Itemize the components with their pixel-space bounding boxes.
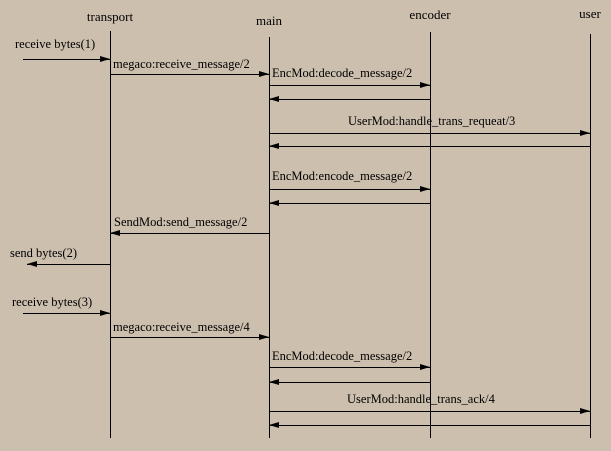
message-line-main-to-transport bbox=[110, 233, 269, 234]
message-line-main-to-user bbox=[269, 133, 590, 134]
arrowhead-right-icon bbox=[420, 364, 430, 370]
lifeline-label-transport: transport bbox=[86, 9, 134, 24]
message-label: EncMod:encode_message/2 bbox=[272, 169, 413, 183]
message-label: send bytes(2) bbox=[10, 246, 77, 260]
arrowhead-right-icon bbox=[100, 56, 110, 62]
arrowhead-left-icon bbox=[269, 96, 279, 102]
lifeline-main bbox=[269, 37, 270, 438]
message-line-main-to-encoder bbox=[269, 85, 430, 86]
lifeline-label-main: main bbox=[256, 13, 282, 28]
message-line-main-to-user bbox=[269, 411, 590, 412]
message-label: EncMod:decode_message/2 bbox=[272, 349, 413, 363]
message-label: receive bytes(1) bbox=[15, 37, 96, 51]
arrowhead-right-icon bbox=[580, 408, 590, 414]
message-line-env-to-transport bbox=[23, 313, 110, 314]
arrowhead-left-icon bbox=[269, 143, 279, 149]
message-label: megaco:receive_message/2 bbox=[113, 57, 250, 71]
return-line-user-to-main bbox=[269, 146, 590, 147]
lifeline-label-encoder: encoder bbox=[409, 7, 451, 22]
message-line-env-to-transport bbox=[23, 59, 110, 60]
message-label: UserMod:handle_trans_requeat/3 bbox=[348, 114, 516, 128]
message-label: megaco:receive_message/4 bbox=[113, 320, 250, 334]
return-line-encoder-to-main bbox=[269, 203, 430, 204]
message-line-transport-to-main bbox=[110, 74, 269, 75]
lifeline-user bbox=[590, 34, 591, 438]
arrowhead-left-icon bbox=[269, 200, 279, 206]
lifeline-label-user: user bbox=[579, 6, 601, 21]
arrowhead-right-icon bbox=[580, 130, 590, 136]
message-label: EncMod:decode_message/2 bbox=[272, 66, 413, 80]
return-line-encoder-to-main bbox=[269, 382, 430, 383]
message-label: receive bytes(3) bbox=[12, 295, 93, 309]
arrowhead-left-icon bbox=[269, 422, 279, 428]
return-line-encoder-to-main bbox=[269, 99, 430, 100]
arrowhead-right-icon bbox=[100, 310, 110, 316]
arrowhead-right-icon bbox=[259, 71, 269, 77]
lifeline-encoder bbox=[430, 32, 431, 438]
arrowhead-right-icon bbox=[420, 186, 430, 192]
message-label: SendMod:send_message/2 bbox=[114, 215, 248, 229]
message-line-transport-to-env bbox=[27, 264, 110, 265]
message-line-main-to-encoder bbox=[269, 189, 430, 190]
message-line-main-to-encoder bbox=[269, 367, 430, 368]
arrowhead-right-icon bbox=[420, 82, 430, 88]
message-label: UserMod:handle_trans_ack/4 bbox=[347, 392, 495, 406]
arrowhead-left-icon bbox=[110, 230, 120, 236]
return-line-user-to-main bbox=[269, 425, 590, 426]
message-line-transport-to-main bbox=[110, 337, 269, 338]
arrowhead-right-icon bbox=[259, 334, 269, 340]
arrowhead-left-icon bbox=[27, 261, 37, 267]
arrowhead-left-icon bbox=[269, 379, 279, 385]
